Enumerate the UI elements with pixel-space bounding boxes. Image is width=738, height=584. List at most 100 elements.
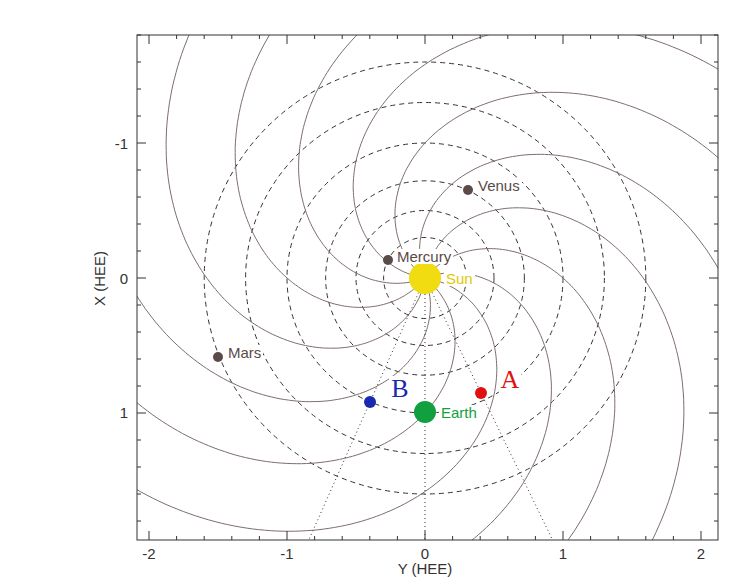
tick xyxy=(137,332,141,333)
tick-label: -1 xyxy=(115,136,128,151)
tick xyxy=(287,531,288,540)
tick xyxy=(714,386,718,387)
mars-dot xyxy=(213,352,223,362)
tick xyxy=(452,536,453,540)
sight-line xyxy=(425,278,600,540)
tick xyxy=(369,35,370,39)
tick xyxy=(714,467,718,468)
tick xyxy=(204,536,205,540)
tick xyxy=(507,35,508,39)
stereo-a-dot xyxy=(475,387,487,399)
stereo-b-dot xyxy=(364,396,376,408)
tick xyxy=(137,89,141,90)
sun-disc xyxy=(409,262,441,294)
parker-spirals xyxy=(137,35,718,540)
tick xyxy=(137,170,141,171)
tick xyxy=(645,35,646,39)
tick xyxy=(714,116,718,117)
tick xyxy=(397,536,398,540)
orbit-circles xyxy=(204,62,646,494)
tick xyxy=(231,536,232,540)
tick xyxy=(342,35,343,39)
planet-label: Mars xyxy=(226,345,263,360)
tick xyxy=(137,413,146,414)
tick xyxy=(535,35,536,39)
tick-label: -1 xyxy=(280,546,293,561)
tick xyxy=(149,35,150,44)
parker-spiral xyxy=(137,35,455,464)
tick xyxy=(480,536,481,540)
tick xyxy=(701,531,702,540)
tick xyxy=(137,251,141,252)
tick xyxy=(709,278,718,279)
tick xyxy=(714,62,718,63)
spacecraft-label: B xyxy=(389,376,410,402)
tick xyxy=(287,35,288,44)
parker-spiral xyxy=(235,35,718,307)
tick xyxy=(563,35,564,44)
axis-title: Y (HEE) xyxy=(398,561,453,576)
tick-label: 0 xyxy=(120,271,128,286)
planet-label: Earth xyxy=(439,405,479,420)
tick xyxy=(342,536,343,540)
tick xyxy=(259,35,260,39)
tick xyxy=(137,116,141,117)
planet-label: Sun xyxy=(444,271,475,286)
tick xyxy=(507,536,508,540)
tick xyxy=(563,531,564,540)
parker-spiral xyxy=(395,92,718,540)
tick xyxy=(137,62,141,63)
tick xyxy=(709,143,718,144)
parker-spiral xyxy=(137,249,615,540)
tick-label: 2 xyxy=(697,546,705,561)
sight-lines xyxy=(263,278,600,540)
tick xyxy=(137,278,146,279)
tick xyxy=(535,536,536,540)
tick-label: 1 xyxy=(559,546,567,561)
venus-dot xyxy=(463,185,473,195)
tick xyxy=(137,521,141,522)
tick xyxy=(137,143,146,144)
tick xyxy=(204,35,205,39)
parker-spiral xyxy=(420,154,718,540)
tick xyxy=(701,35,702,44)
tick xyxy=(714,494,718,495)
tick xyxy=(714,305,718,306)
tick xyxy=(137,359,141,360)
tick xyxy=(645,536,646,540)
tick xyxy=(480,35,481,39)
tick xyxy=(176,35,177,39)
tick xyxy=(618,536,619,540)
tick xyxy=(714,332,718,333)
tick xyxy=(231,35,232,39)
tick xyxy=(137,386,141,387)
tick xyxy=(425,35,426,44)
tick xyxy=(137,197,141,198)
tick-label: 1 xyxy=(120,405,128,420)
tick xyxy=(397,35,398,39)
parker-spiral xyxy=(166,35,536,348)
earth-dot xyxy=(414,401,436,423)
tick xyxy=(149,531,150,540)
orbit-circle xyxy=(287,143,563,413)
parker-spiral xyxy=(353,35,718,387)
tick xyxy=(259,536,260,540)
tick xyxy=(314,536,315,540)
tick xyxy=(314,35,315,39)
tick xyxy=(714,521,718,522)
tick xyxy=(590,35,591,39)
spacecraft-label: A xyxy=(499,367,522,393)
tick xyxy=(714,224,718,225)
tick-label: 0 xyxy=(421,546,429,561)
tick xyxy=(709,413,718,414)
tick xyxy=(452,35,453,39)
tick xyxy=(673,536,674,540)
tick xyxy=(137,494,141,495)
tick xyxy=(714,89,718,90)
tick xyxy=(137,224,141,225)
orbit-circle xyxy=(356,211,494,346)
tick xyxy=(425,531,426,540)
tick xyxy=(137,305,141,306)
